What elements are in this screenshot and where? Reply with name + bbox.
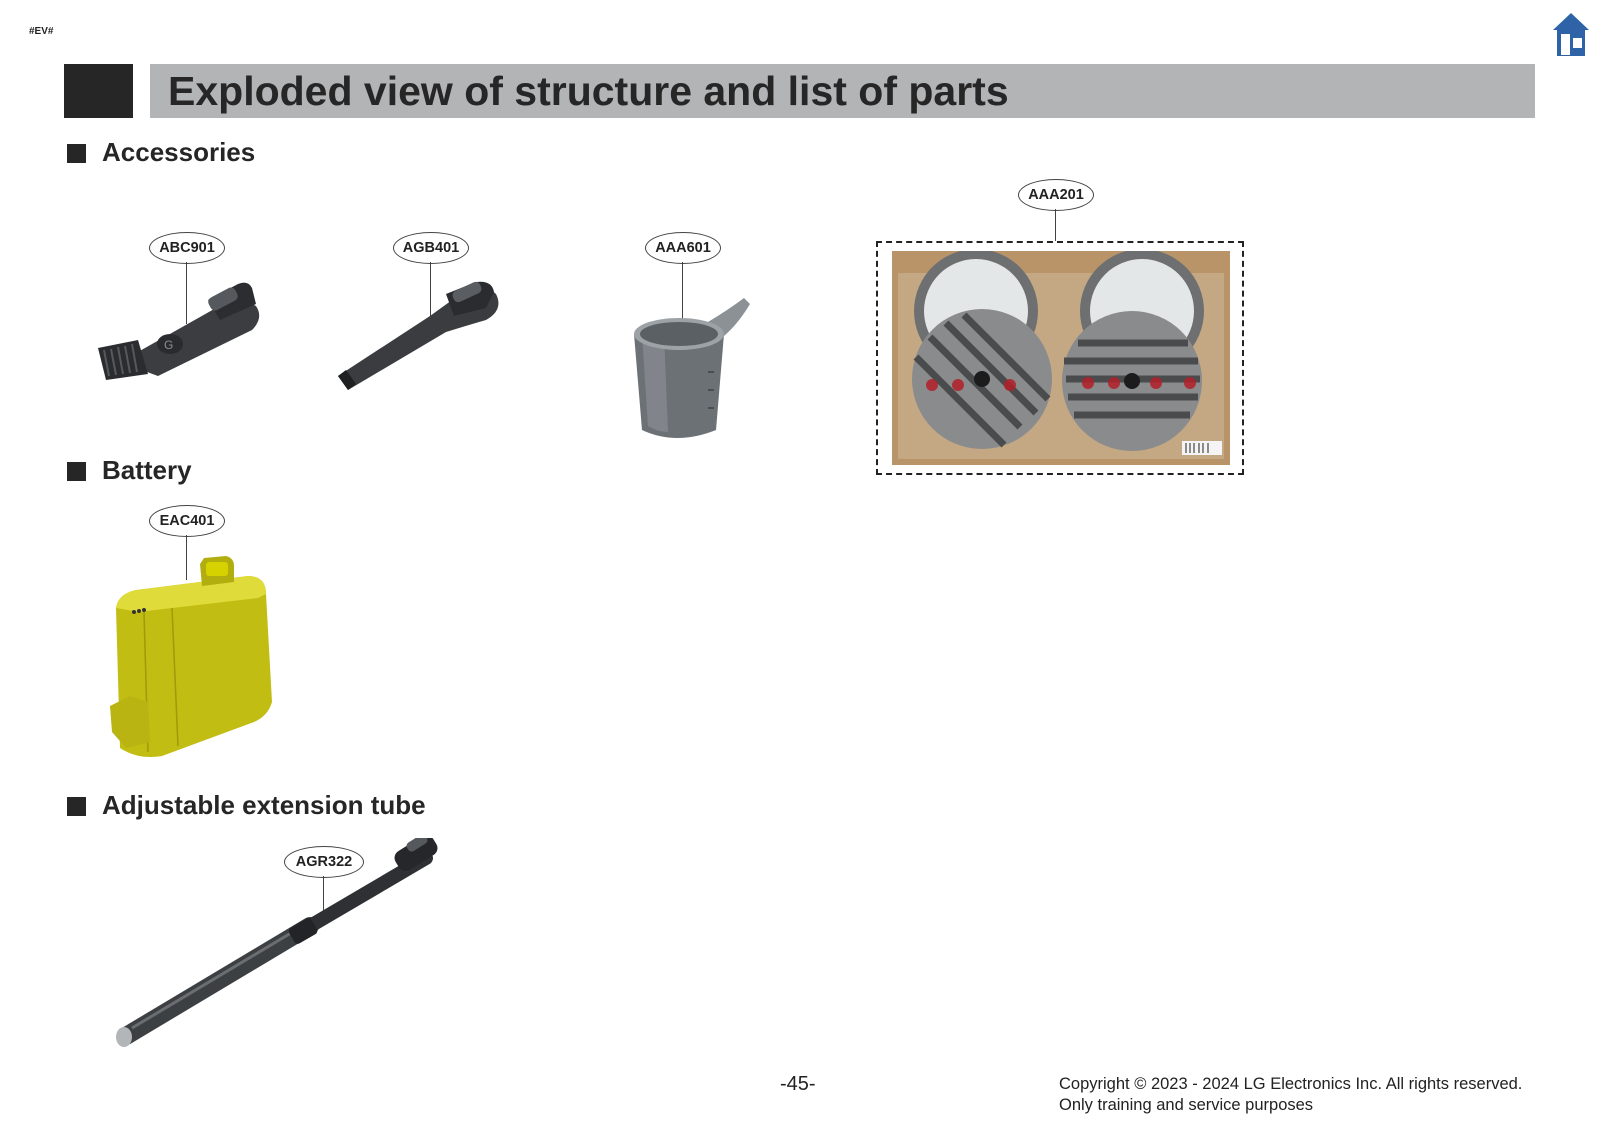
mop-pads-frame <box>876 241 1244 475</box>
usage-note: Only training and service purposes <box>1059 1096 1314 1114</box>
leader-line <box>430 262 431 324</box>
extension-tube-image <box>110 834 456 1050</box>
copyright-line: Copyright © 2023 - 2024 LG Electronics I… <box>1059 1075 1523 1093</box>
part-callout-aaa601: AAA601 <box>645 232 721 264</box>
page-title: Exploded view of structure and list of p… <box>168 68 1009 114</box>
title-marker <box>64 64 133 118</box>
leader-line <box>1055 209 1056 241</box>
water-cup-image <box>628 294 768 448</box>
leader-line <box>186 262 187 324</box>
combination-tool-image: G <box>98 278 270 388</box>
section-title-extension-tube: Adjustable extension tube <box>102 790 426 820</box>
battery-image <box>108 556 276 762</box>
leader-line <box>682 262 683 322</box>
section-title-accessories: Accessories <box>102 137 256 167</box>
part-callout-abc901: ABC901 <box>149 232 225 264</box>
section-title-battery: Battery <box>102 455 192 485</box>
page-number: -45- <box>780 1073 816 1095</box>
svg-text:G: G <box>164 338 173 352</box>
section-bullet <box>67 144 86 163</box>
title-bar <box>150 64 1535 118</box>
section-bullet <box>67 462 86 481</box>
leader-line <box>323 876 324 916</box>
part-callout-agr322: AGR322 <box>284 846 364 878</box>
part-callout-aaa201: AAA201 <box>1018 179 1094 211</box>
leader-line <box>186 535 187 580</box>
document-tag: #EV# <box>29 26 54 37</box>
part-callout-agb401: AGB401 <box>393 232 469 264</box>
home-icon[interactable] <box>1552 12 1590 58</box>
section-bullet <box>67 797 86 816</box>
crevice-tool-image <box>336 280 506 400</box>
copyright-notice: Copyright © 2023 - 2024 LG Electronics I… <box>1059 1074 1522 1116</box>
part-callout-eac401: EAC401 <box>149 505 225 537</box>
mop-pads-photo <box>892 251 1230 465</box>
